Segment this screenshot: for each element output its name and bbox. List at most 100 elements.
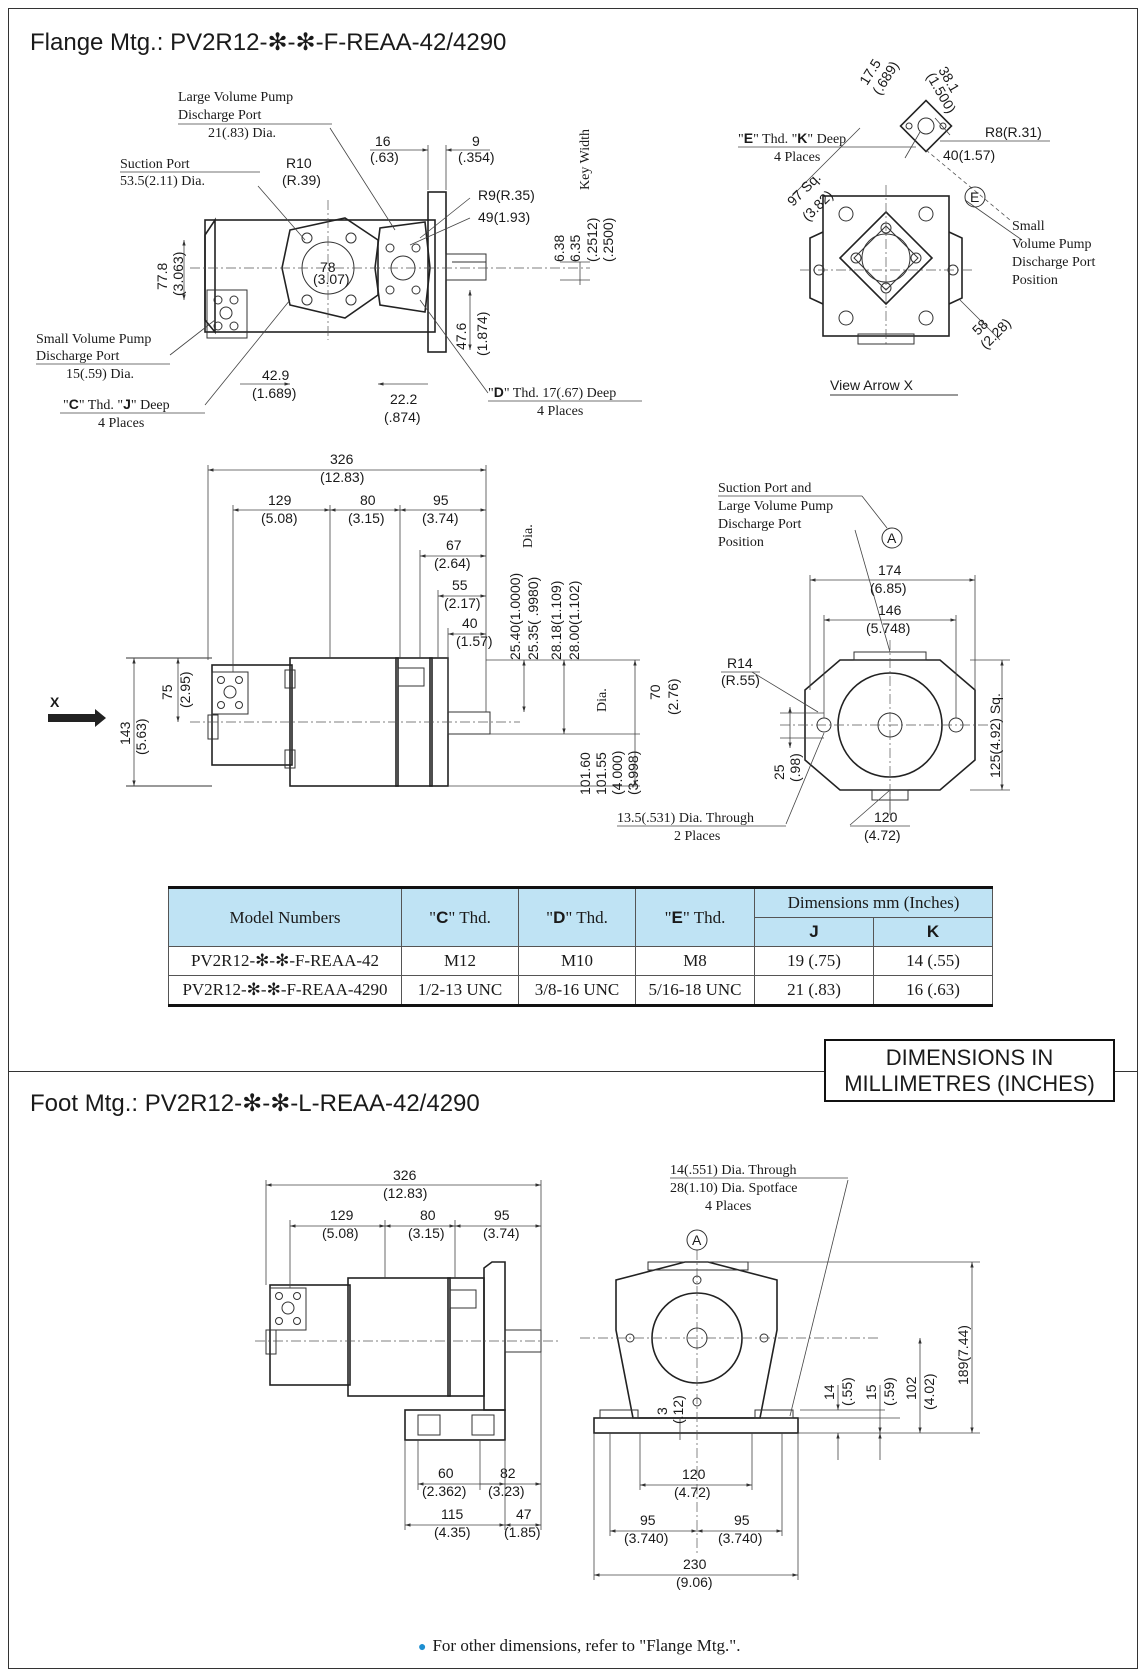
col-k: K	[872, 917, 994, 947]
a-callout-circle	[881, 527, 903, 549]
label-small-pump: Small Volume Pump	[36, 332, 151, 347]
leader	[751, 671, 819, 713]
label-e-thread: "E" Thd. "K" Deep	[738, 130, 846, 147]
port-bolt	[235, 676, 243, 684]
bolt-hole	[838, 206, 854, 222]
port-bolt	[411, 285, 421, 295]
label-d174: (6.85)	[870, 580, 907, 596]
leader	[409, 217, 471, 246]
label-small-position: Volume Pump	[1012, 237, 1091, 252]
label-k2500: (.2500)	[600, 218, 616, 262]
col-model-numbers: Model Numbers	[168, 887, 402, 947]
flange-boss	[857, 333, 915, 345]
a-callout-circle	[686, 1229, 708, 1251]
label-k2512: (.2512)	[584, 218, 600, 262]
label-f230: 230	[683, 1556, 707, 1572]
leader	[849, 789, 891, 826]
label-d-thread: "D" Thd. 17(.67) Deep	[488, 384, 616, 401]
label-d80: (3.15)	[348, 510, 385, 526]
port-bolt	[345, 232, 357, 244]
label-f326: 326	[393, 1167, 417, 1183]
label-d49: 49(1.93)	[478, 209, 530, 225]
label-small-pump: Discharge Port	[36, 349, 119, 364]
table-subheader-row: J K	[169, 917, 994, 947]
label-small-pump: 15(.59) Dia.	[66, 367, 134, 382]
port-bolt	[275, 1292, 283, 1300]
label-d125: 125(4.92) Sq.	[987, 693, 1003, 778]
projection-line	[925, 149, 1011, 221]
label-f15: 15	[863, 1384, 879, 1400]
label-d222: (.874)	[384, 409, 421, 425]
rear-cover	[269, 1284, 351, 1386]
label-d120: 120	[874, 809, 898, 825]
footnote: ●For other dimensions, refer to "Flange …	[418, 1636, 741, 1656]
label-f95: (3.74)	[483, 1225, 520, 1241]
label-c-thread: "C" Thd. "J" Deep	[63, 396, 170, 413]
port-bolt	[229, 321, 239, 331]
label-d135: 13.5(.531) Dia. Through	[617, 811, 754, 826]
label-r14: (R.55)	[721, 672, 760, 688]
table-row: PV2R12-✻-✻-F-REAA-42 M12 M10 M8 19 (.75)…	[168, 946, 994, 976]
dim-line	[959, 299, 1001, 341]
footnote-text: For other dimensions, refer to "Flange M…	[432, 1636, 741, 1655]
foot-base	[404, 1409, 506, 1441]
label-d75: (2.95)	[177, 671, 193, 708]
label-f326: (12.83)	[383, 1185, 427, 1201]
label-k638: 6.38	[551, 235, 567, 262]
label-view-arrow-x: View Arrow X	[830, 377, 914, 393]
label-r14: R14	[727, 655, 753, 671]
units-stamp-line1: DIMENSIONS IN	[885, 1045, 1054, 1070]
label-f3: (.12)	[670, 1395, 686, 1424]
label-d9: 9	[472, 133, 480, 149]
table-row: PV2R12-✻-✻-F-REAA-4290 1/2-13 UNC 3/8-16…	[168, 975, 994, 1006]
port-diamond	[838, 210, 934, 306]
label-d135-places: 2 Places	[674, 829, 720, 844]
label-d25: (.98)	[787, 753, 803, 782]
label-d16: (.63)	[370, 149, 399, 165]
port-bolt	[411, 243, 421, 253]
label-d78: 78	[320, 259, 336, 275]
view-arrow-x-pointer	[48, 709, 106, 727]
foot-side-view	[255, 1180, 560, 1530]
label-f129: (5.08)	[322, 1225, 359, 1241]
port-bolt	[223, 685, 237, 699]
label-small-position: Position	[1012, 273, 1058, 288]
label-e-mark: E	[970, 189, 979, 205]
side-plug	[284, 669, 296, 689]
cell-d: 3/8-16 UNC	[518, 975, 636, 1006]
leader	[904, 131, 921, 159]
label-d326: 326	[330, 451, 354, 467]
thread-spec-table: Model Numbers "C" Thd. "D" Thd. "E" Thd.…	[168, 886, 994, 1007]
port-flange	[449, 1289, 477, 1309]
port-bolt	[301, 232, 313, 244]
label-f189: 189(7.44)	[955, 1325, 971, 1385]
label-large-pump: Discharge Port	[178, 108, 261, 123]
port-bolt	[345, 294, 357, 306]
flange-mounting-title: Flange Mtg.: PV2R12-✻-✻-F-REAA-42/4290	[30, 29, 507, 56]
foot-front-view	[580, 1179, 980, 1580]
small-port-square	[899, 99, 953, 153]
foot-bracket-outline	[615, 1261, 778, 1419]
label-f47: (1.85)	[504, 1524, 541, 1540]
bolt-hole	[910, 252, 922, 264]
label-s2540: 25.40(1.0000)	[507, 573, 523, 660]
label-large-pump: Large Volume Pump	[178, 90, 293, 105]
label-p10155: 101.55	[593, 752, 609, 795]
label-f60: (2.362)	[422, 1483, 466, 1499]
table-header-row: Model Numbers "C" Thd. "D" Thd. "E" Thd.…	[168, 887, 993, 947]
label-dia2: Dia.	[595, 688, 610, 712]
label-f80: 80	[420, 1207, 436, 1223]
label-r9: R9(R.35)	[478, 187, 535, 203]
label-suction-port: 53.5(2.11) Dia.	[120, 174, 205, 189]
label-d778: (3.063)	[170, 252, 186, 296]
port-flange	[397, 667, 425, 687]
port-bolt	[213, 295, 223, 305]
label-f95: 95	[494, 1207, 510, 1223]
label-f102: (4.02)	[921, 1373, 937, 1410]
label-d70: 70	[647, 684, 663, 700]
foot-base-plate	[593, 1417, 799, 1434]
label-d55: (2.17)	[444, 595, 481, 611]
label-d16: 16	[375, 133, 391, 149]
label-d78: (3.07)	[313, 271, 350, 287]
label-f82: (3.23)	[488, 1483, 525, 1499]
